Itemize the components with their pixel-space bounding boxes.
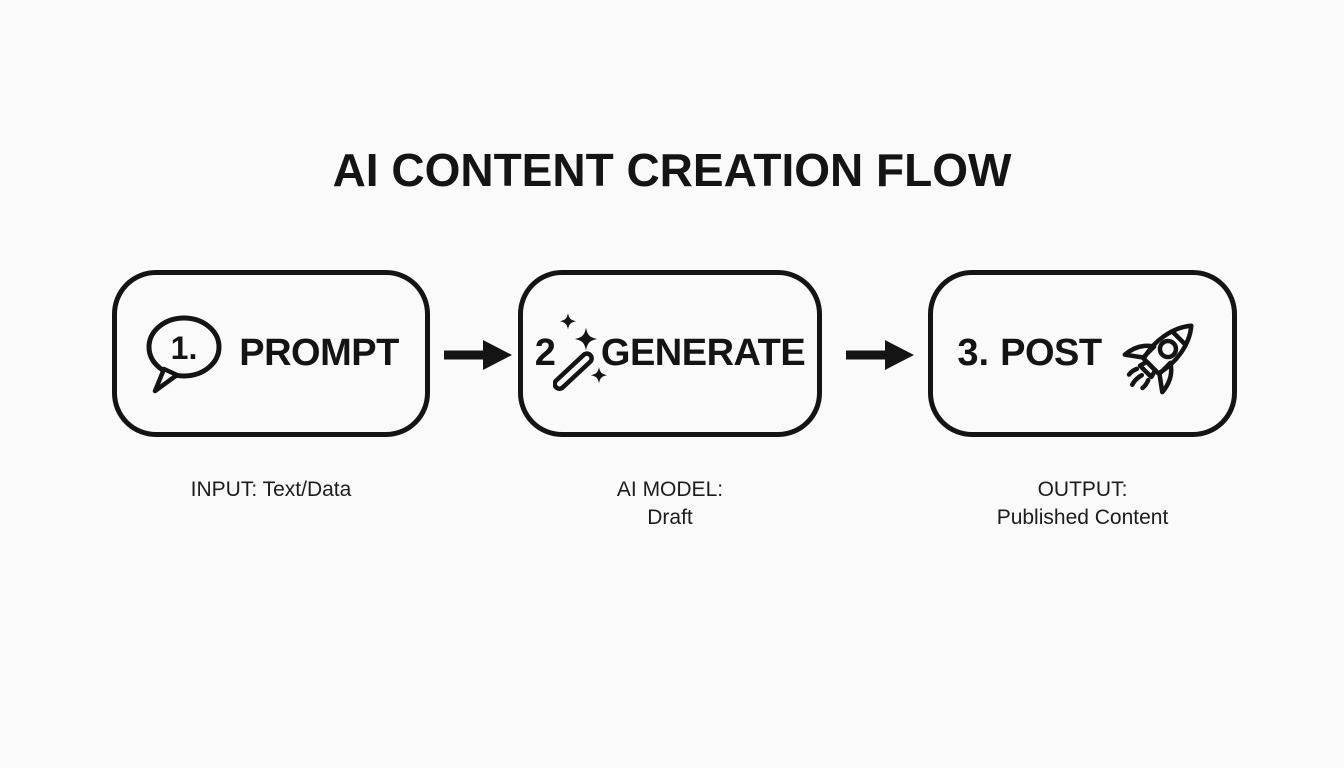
step-box-post: 3. POST xyxy=(928,270,1237,437)
magic-wand-icon xyxy=(552,312,607,392)
caption-output-line1: OUTPUT: xyxy=(1037,478,1128,501)
caption-ai-model-line1: AI MODEL: xyxy=(616,478,724,501)
right-arrow-icon xyxy=(846,340,914,370)
step-box-generate: 2 GENERATE xyxy=(518,270,822,437)
step-box-prompt: 1. PROMPT xyxy=(112,270,430,437)
flow-arrow-1 xyxy=(444,337,512,373)
step-label-post: POST xyxy=(1000,332,1102,374)
diagram-title: AI CONTENT CREATION FLOW xyxy=(332,144,1012,196)
flow-arrow-2 xyxy=(846,337,914,373)
step-label-prompt: PROMPT xyxy=(239,332,399,374)
right-arrow-icon xyxy=(444,340,512,370)
caption-output: OUTPUT: Published Content xyxy=(908,476,1257,532)
step-label-generate: GENERATE xyxy=(600,332,806,374)
step-number-2: 2 xyxy=(534,332,556,374)
caption-input-line1: INPUT: Text/Data xyxy=(190,478,352,501)
rocket-icon xyxy=(1118,309,1208,399)
caption-ai-model-line2: Draft xyxy=(647,506,693,529)
step-number-3: 3. xyxy=(957,332,990,374)
step-number-1: 1. xyxy=(171,330,198,366)
caption-ai-model: AI MODEL: Draft xyxy=(508,476,832,532)
caption-output-line2: Published Content xyxy=(996,506,1169,529)
caption-input: INPUT: Text/Data xyxy=(92,476,450,504)
speech-bubble-icon: 1. xyxy=(143,312,225,396)
